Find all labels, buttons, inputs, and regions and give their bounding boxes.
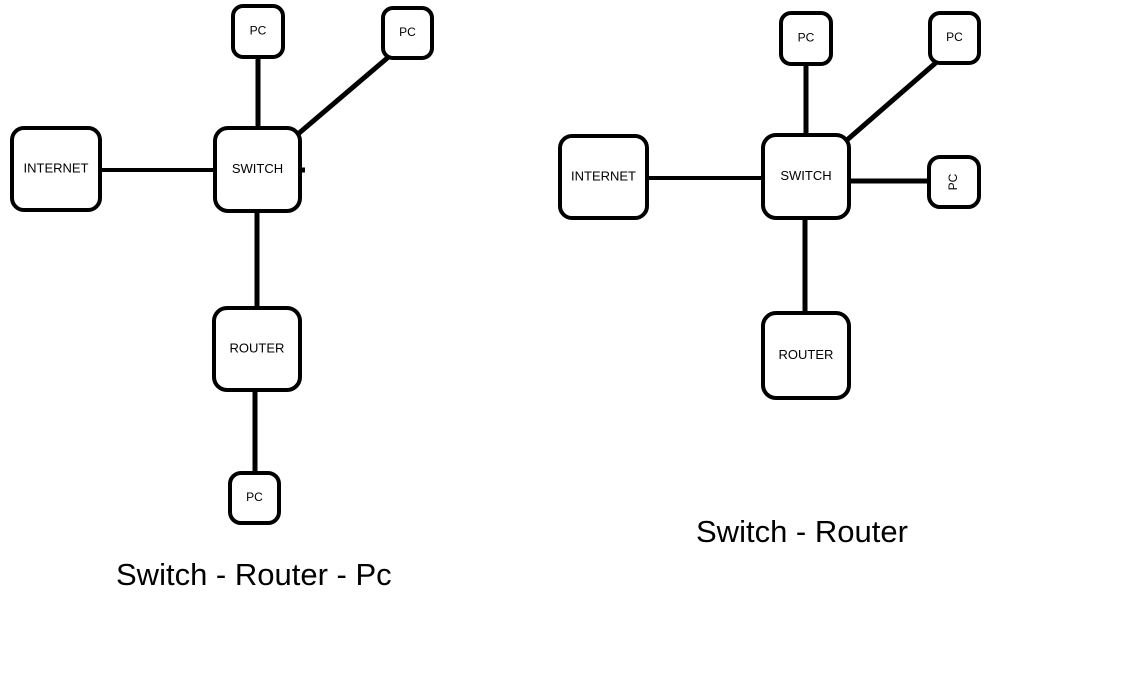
node-shape-pc_top xyxy=(779,11,833,66)
node-shape-pc_diagonal xyxy=(928,11,981,65)
node-shape-pc_bottom xyxy=(228,471,281,525)
node-label-pc_right: PC xyxy=(946,173,960,190)
node-router[interactable]: ROUTER xyxy=(761,311,851,400)
node-label-pc_diagonal: PC xyxy=(946,30,963,44)
node-shape-switch xyxy=(213,126,302,213)
node-label-switch: SWITCH xyxy=(232,161,283,176)
node-router[interactable]: ROUTER xyxy=(212,306,302,392)
node-label-switch: SWITCH xyxy=(780,168,831,183)
node-label-router: ROUTER xyxy=(230,340,285,355)
node-label-pc_top: PC xyxy=(250,24,267,38)
right-diagram: INTERNET SWITCH PC PC PC ROUTER Switch - Route… xyxy=(558,11,981,549)
connection-pc_diagonal-to-switch xyxy=(296,52,394,136)
node-label-router: ROUTER xyxy=(779,347,834,362)
node-pc_diagonal[interactable]: PC xyxy=(381,6,434,60)
node-internet[interactable]: INTERNET xyxy=(558,134,649,220)
node-switch[interactable]: SWITCH xyxy=(213,126,302,213)
node-shape-switch xyxy=(761,133,851,220)
left-diagram-caption: Switch - Router - Pc xyxy=(116,557,392,592)
node-label-internet: INTERNET xyxy=(24,160,89,175)
node-internet[interactable]: INTERNET xyxy=(10,126,102,212)
node-pc_diagonal[interactable]: PC xyxy=(928,11,981,65)
node-label-internet: INTERNET xyxy=(571,168,636,183)
node-pc_top[interactable]: PC xyxy=(779,11,833,66)
node-label-pc_bottom: PC xyxy=(246,490,263,504)
node-shape-pc_diagonal xyxy=(381,6,434,60)
node-pc_right[interactable]: PC xyxy=(927,155,981,209)
node-switch[interactable]: SWITCH xyxy=(761,133,851,220)
left-diagram-connections xyxy=(100,52,394,475)
node-shape-internet xyxy=(10,126,102,212)
right-diagram-connections xyxy=(647,58,941,315)
node-shape-pc_top xyxy=(231,4,285,59)
node-shape-router xyxy=(761,311,851,400)
connection-pc_diagonal-to-switch xyxy=(845,58,941,142)
node-shape-internet xyxy=(558,134,649,220)
node-shape-pc_right xyxy=(927,155,981,209)
node-shape-router xyxy=(212,306,302,392)
node-pc_top[interactable]: PC xyxy=(231,4,285,59)
node-label-pc_top: PC xyxy=(798,31,815,45)
node-label-pc_diagonal: PC xyxy=(399,25,416,39)
left-diagram: INTERNET SWITCH PC PC ROUTER PC Switch - Route… xyxy=(10,4,434,592)
node-pc_bottom[interactable]: PC xyxy=(228,471,281,525)
right-diagram-caption: Switch - Router xyxy=(696,514,908,549)
